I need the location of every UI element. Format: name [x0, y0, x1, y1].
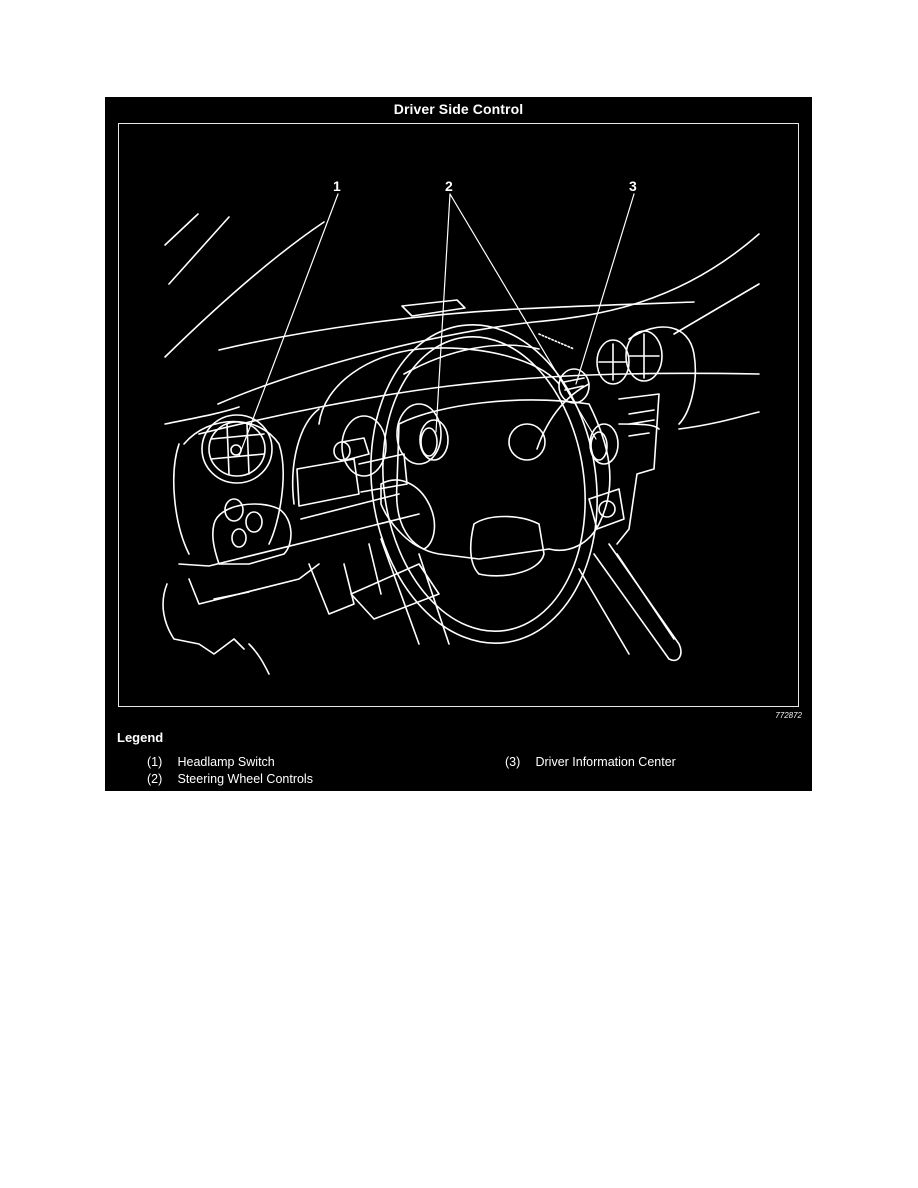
callout-leaders [238, 193, 635, 457]
leader-line-3 [575, 193, 635, 385]
leader-line-1 [238, 193, 339, 457]
legend-number: (1) [147, 755, 163, 769]
legend-item-2: (2) Steering Wheel Controls [147, 772, 313, 786]
legend-number: (2) [147, 772, 163, 786]
right-vents [596, 326, 697, 425]
left-vent [173, 414, 284, 555]
column-stalk [578, 543, 682, 662]
headlamp-switch-drawing [212, 498, 292, 565]
dashboard-illustration: 1 2 3 [162, 178, 760, 675]
legend-label: Driver Information Center [535, 755, 676, 769]
instrument-cluster [291, 347, 560, 520]
lower-dash [162, 513, 450, 675]
callout-2: 2 [445, 178, 453, 194]
windshield-lines [164, 213, 760, 405]
legend-label: Headlamp Switch [177, 755, 275, 769]
legend-number: (3) [505, 755, 521, 769]
figure-title: Driver Side Control [393, 101, 524, 117]
steering-wheel-drawing [370, 323, 625, 645]
figure-id: 772872 [775, 711, 802, 720]
leader-line-2b [449, 193, 597, 440]
leader-line-2a [435, 193, 451, 433]
legend-title: Legend [117, 730, 164, 745]
center-stack [616, 393, 660, 545]
illustration-frame: 1 2 3 [118, 123, 799, 707]
figure-panel: Driver Side Control [105, 97, 812, 791]
dashboard-top [164, 299, 760, 435]
legend-label: Steering Wheel Controls [177, 772, 313, 786]
legend-item-1: (1) Headlamp Switch [147, 755, 275, 769]
callout-3: 3 [629, 178, 637, 194]
legend-item-3: (3) Driver Information Center [505, 755, 676, 769]
callout-1: 1 [333, 178, 341, 194]
